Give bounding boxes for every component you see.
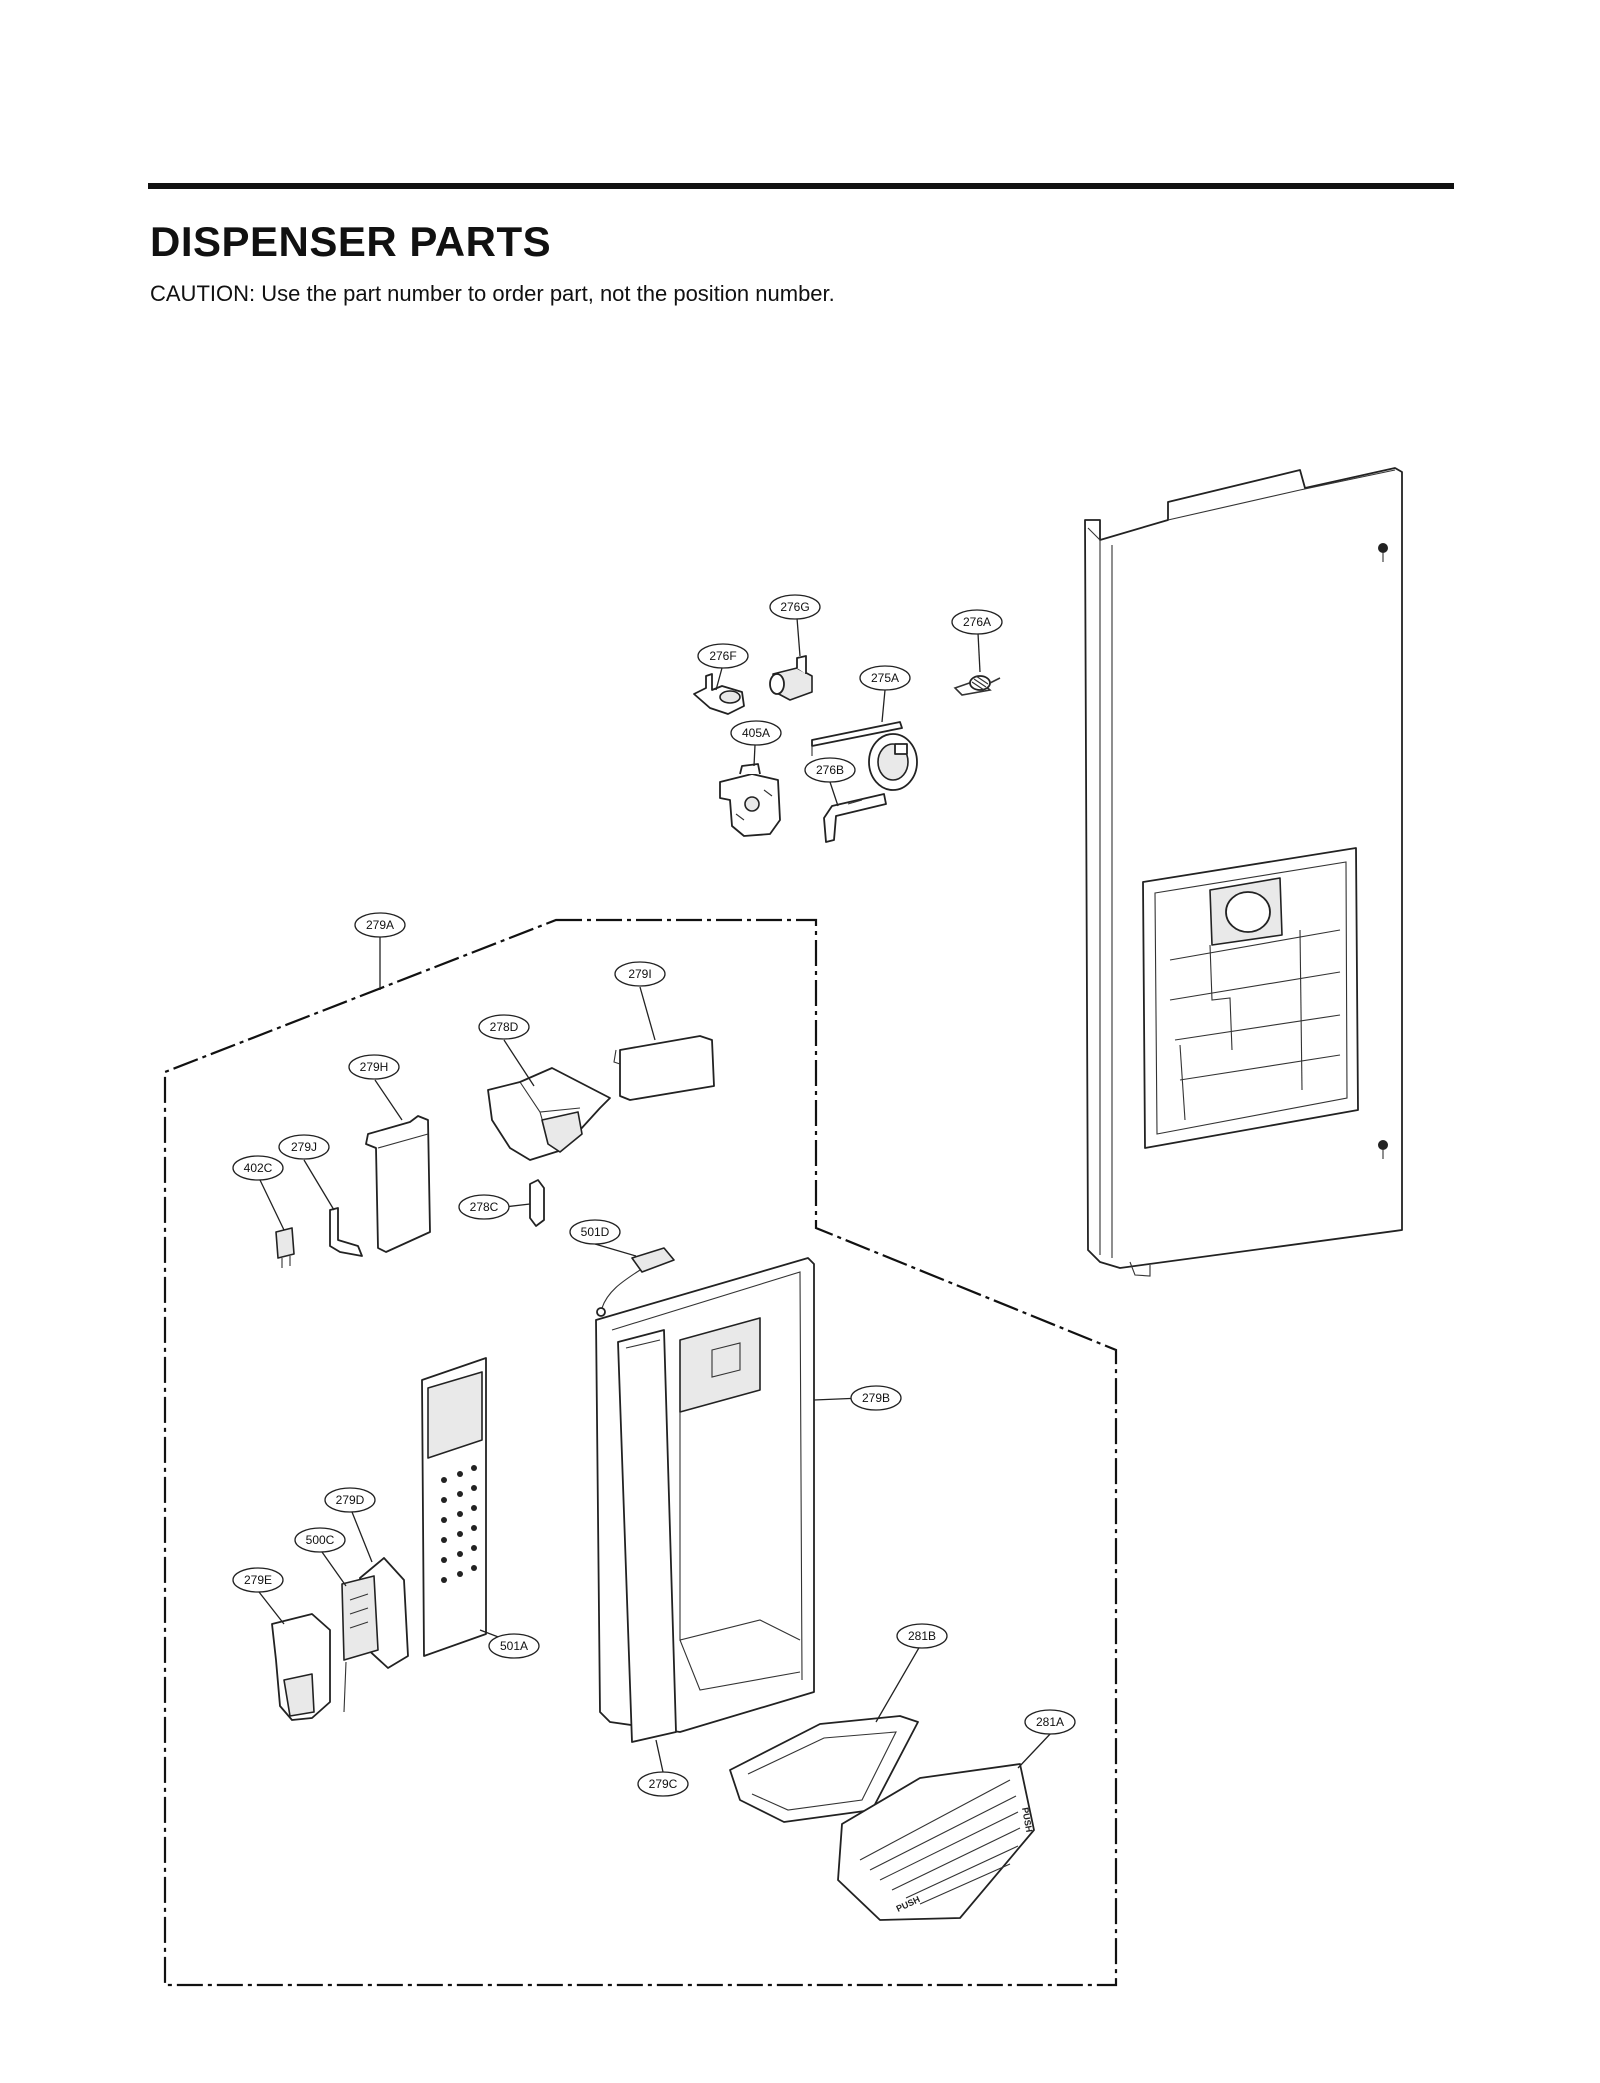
- leader-lines: [258, 617, 1053, 1773]
- assembly-279A-boundary: [163, 918, 1118, 1987]
- svg-text:275A: 275A: [871, 671, 899, 685]
- svg-text:279C: 279C: [649, 1777, 678, 1791]
- svg-text:402C: 402C: [244, 1161, 273, 1175]
- callout-276B: 276B: [804, 757, 856, 783]
- callout-500C: 500C: [294, 1527, 346, 1553]
- svg-text:405A: 405A: [742, 726, 770, 740]
- svg-text:279J: 279J: [291, 1140, 317, 1154]
- svg-text:276A: 276A: [963, 615, 991, 629]
- callout-281A: 281A: [1024, 1709, 1076, 1735]
- part-281A-grille: PUSH PUSH: [837, 1763, 1035, 1921]
- callout-278C: 278C: [458, 1194, 510, 1220]
- callout-281B: 281B: [896, 1623, 948, 1649]
- callout-279J: 279J: [278, 1134, 330, 1160]
- svg-text:281B: 281B: [908, 1629, 936, 1643]
- svg-text:501D: 501D: [581, 1225, 610, 1239]
- svg-text:279E: 279E: [244, 1573, 272, 1587]
- svg-text:276G: 276G: [780, 600, 809, 614]
- svg-text:276F: 276F: [709, 649, 736, 663]
- part-279C-trim: [617, 1329, 677, 1743]
- svg-text:279B: 279B: [862, 1391, 890, 1405]
- push-label-side: PUSH: [1020, 1807, 1034, 1833]
- svg-text:279I: 279I: [628, 967, 651, 981]
- part-279J-link: [329, 1207, 363, 1257]
- svg-text:278C: 278C: [470, 1200, 499, 1214]
- part-405A-motor: [719, 763, 781, 837]
- part-276B-plate: [823, 793, 887, 843]
- callout-279D: 279D: [324, 1487, 376, 1513]
- callout-501D: 501D: [569, 1219, 621, 1245]
- callout-279A: 279A: [354, 912, 406, 938]
- callout-279H: 279H: [348, 1054, 400, 1080]
- svg-text:281A: 281A: [1036, 1715, 1064, 1729]
- callout-405A: 405A: [730, 720, 782, 746]
- callout-501A: 501A: [488, 1633, 540, 1659]
- callout-279E: 279E: [232, 1567, 284, 1593]
- callout-279C: 279C: [637, 1771, 689, 1797]
- part-276A-spring: [953, 675, 1001, 696]
- svg-text:501A: 501A: [500, 1639, 528, 1653]
- part-276F-lever: [693, 673, 745, 715]
- callout-278D: 278D: [478, 1014, 530, 1040]
- part-275A-solenoid: [811, 721, 918, 791]
- part-278C-clip: [529, 1179, 545, 1227]
- part-279H-lever: [365, 1115, 431, 1253]
- svg-text:500C: 500C: [306, 1533, 335, 1547]
- caution-note: CAUTION: Use the part number to order pa…: [150, 281, 835, 306]
- svg-text:278D: 278D: [490, 1020, 519, 1034]
- part-278D-duct: [487, 1067, 611, 1161]
- part-501D-pcb: [596, 1247, 675, 1317]
- part-276G-bracket: [769, 655, 813, 701]
- callout-279B: 279B: [850, 1385, 902, 1411]
- page-title: DISPENSER PARTS: [150, 218, 552, 265]
- svg-text:276B: 276B: [816, 763, 844, 777]
- header-rule: [148, 183, 1454, 189]
- part-279I-cover: [613, 1035, 715, 1101]
- callout-276A: 276A: [951, 609, 1003, 635]
- callout-275A: 275A: [859, 665, 911, 691]
- svg-text:279H: 279H: [360, 1060, 389, 1074]
- part-281B-tray: [729, 1715, 919, 1823]
- callout-402C: 402C: [232, 1155, 284, 1181]
- callout-276G: 276G: [769, 594, 821, 620]
- part-501A-board: [421, 1357, 487, 1657]
- part-279E-bracket: [271, 1613, 347, 1721]
- part-500C-display: [341, 1575, 379, 1661]
- door-panel: [1084, 467, 1403, 1277]
- svg-text:279D: 279D: [336, 1493, 365, 1507]
- callout-276F: 276F: [697, 643, 749, 669]
- svg-text:279A: 279A: [366, 918, 394, 932]
- callout-279I: 279I: [614, 961, 666, 987]
- part-402C-switch: [275, 1227, 295, 1268]
